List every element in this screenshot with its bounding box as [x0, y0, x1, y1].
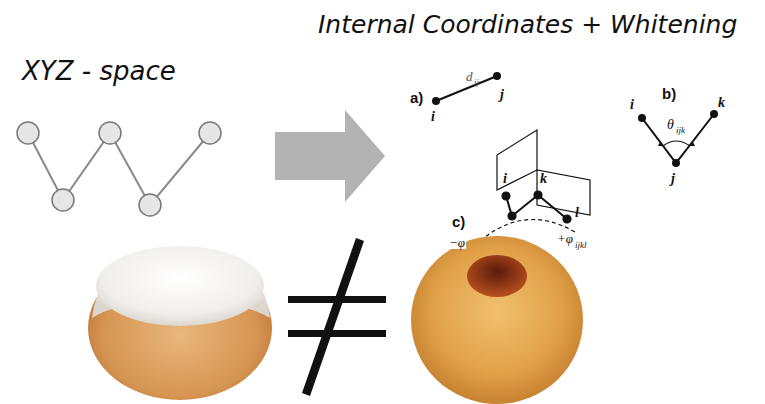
- symbol-label: d: [466, 70, 473, 83]
- panel-letter: a): [410, 90, 423, 105]
- dihedral-figure: [497, 130, 537, 190]
- symbol-label: θ: [667, 118, 674, 132]
- atom-circle: [199, 122, 221, 144]
- symbol-subscript: ij: [474, 78, 479, 87]
- dihedral-figure: [537, 170, 590, 215]
- angle-sign: −φ: [448, 236, 466, 249]
- atom-circle: [139, 194, 161, 216]
- jelly-donut: [96, 246, 264, 326]
- dihedral-figure: [512, 195, 538, 216]
- bond-angle-figure: [663, 141, 690, 146]
- not-equal-sign: [288, 238, 386, 396]
- atom-label: l: [575, 206, 579, 220]
- transform-arrow: [275, 110, 385, 202]
- ring-donut: [411, 236, 583, 404]
- bond-angle-figure: [658, 142, 695, 146]
- transform-arrow: [275, 110, 385, 202]
- symbol-subscript: ijk: [676, 126, 685, 135]
- panel-letter: c): [452, 214, 465, 229]
- atom-label: i: [431, 110, 435, 124]
- atom-label: i: [503, 172, 507, 186]
- bond-length-figure: [432, 97, 440, 105]
- bond-length-figure: [493, 72, 501, 80]
- section-heading: XYZ - space: [22, 58, 176, 84]
- bond-angle-figure: [638, 114, 646, 122]
- atom-label: k: [718, 96, 725, 110]
- dihedral-figure: [470, 130, 590, 250]
- dihedral-figure: [563, 215, 571, 223]
- atom-circle: [17, 122, 39, 144]
- bond-angle-figure: [710, 110, 718, 118]
- not-equal-sign: [288, 330, 386, 337]
- ring-donut: [467, 255, 527, 297]
- atom-circle: [52, 189, 74, 211]
- dihedral-figure: [502, 192, 510, 200]
- atom-circle: [99, 122, 121, 144]
- atom-label: i: [630, 98, 634, 112]
- ring-donut: [411, 236, 583, 404]
- atom-label: j: [671, 172, 675, 186]
- dihedral-figure: [538, 195, 567, 219]
- jelly-donut: [88, 246, 272, 400]
- dihedral-figure: [534, 191, 542, 199]
- atom-label: j: [500, 88, 504, 102]
- symbol-subscript: ijkl: [574, 241, 588, 250]
- section-heading: Internal Coordinates + Whitening: [318, 12, 737, 37]
- atom-circle: [17, 122, 221, 216]
- panel-letter: b): [662, 86, 676, 101]
- dihedral-figure: [508, 212, 516, 220]
- not-equal-sign: [302, 238, 364, 396]
- atom-label: k: [540, 172, 547, 186]
- angle-sign: +φ: [556, 232, 574, 245]
- bond-angle-figure: [638, 110, 718, 167]
- bond-angle-figure: [672, 159, 680, 167]
- bond-angle-figure: [642, 114, 714, 163]
